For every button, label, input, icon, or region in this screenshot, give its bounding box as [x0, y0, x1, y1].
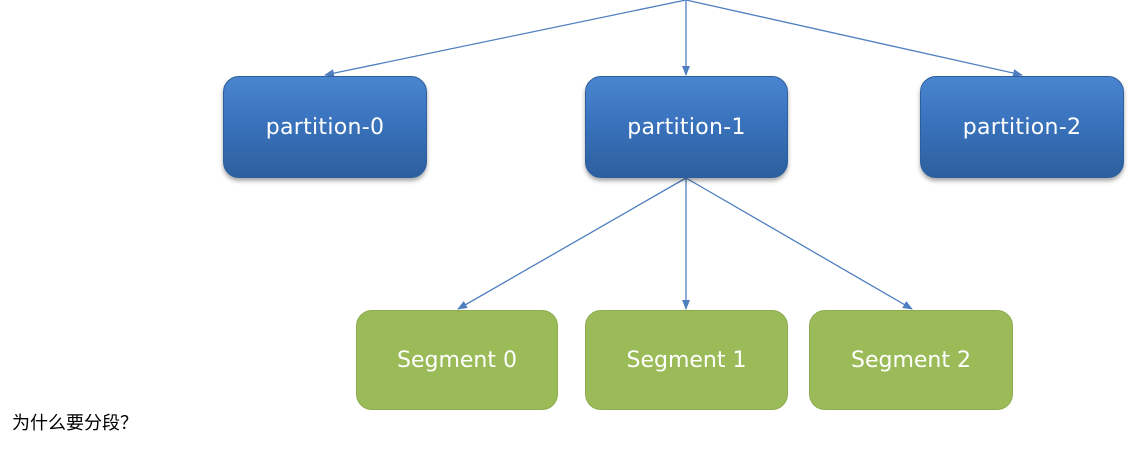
segment-0-node: Segment 0	[356, 310, 558, 410]
partition-2-node: partition-2	[920, 76, 1124, 178]
segment-2-label: Segment 2	[851, 347, 971, 373]
partition-1-label: partition-1	[627, 114, 746, 140]
segment-2-node: Segment 2	[809, 310, 1013, 410]
partition-0-label: partition-0	[265, 114, 385, 140]
edge-partition-1-to-segment-0	[457, 177, 687, 310]
edge-partition-1-to-segment-2	[685, 177, 913, 310]
partition-0-node: partition-0	[223, 76, 427, 178]
edge-top-to-partition-0	[324, 0, 687, 78]
partition-2-label: partition-2	[962, 114, 1082, 140]
segment-0-label: Segment 0	[397, 347, 517, 373]
partition-1-node: partition-1	[585, 76, 788, 178]
caption-text: 为什么要分段？	[12, 413, 138, 434]
segment-1-node: Segment 1	[585, 310, 788, 410]
segment-1-label: Segment 1	[626, 347, 747, 373]
edge-top-to-partition-2	[685, 0, 1023, 77]
